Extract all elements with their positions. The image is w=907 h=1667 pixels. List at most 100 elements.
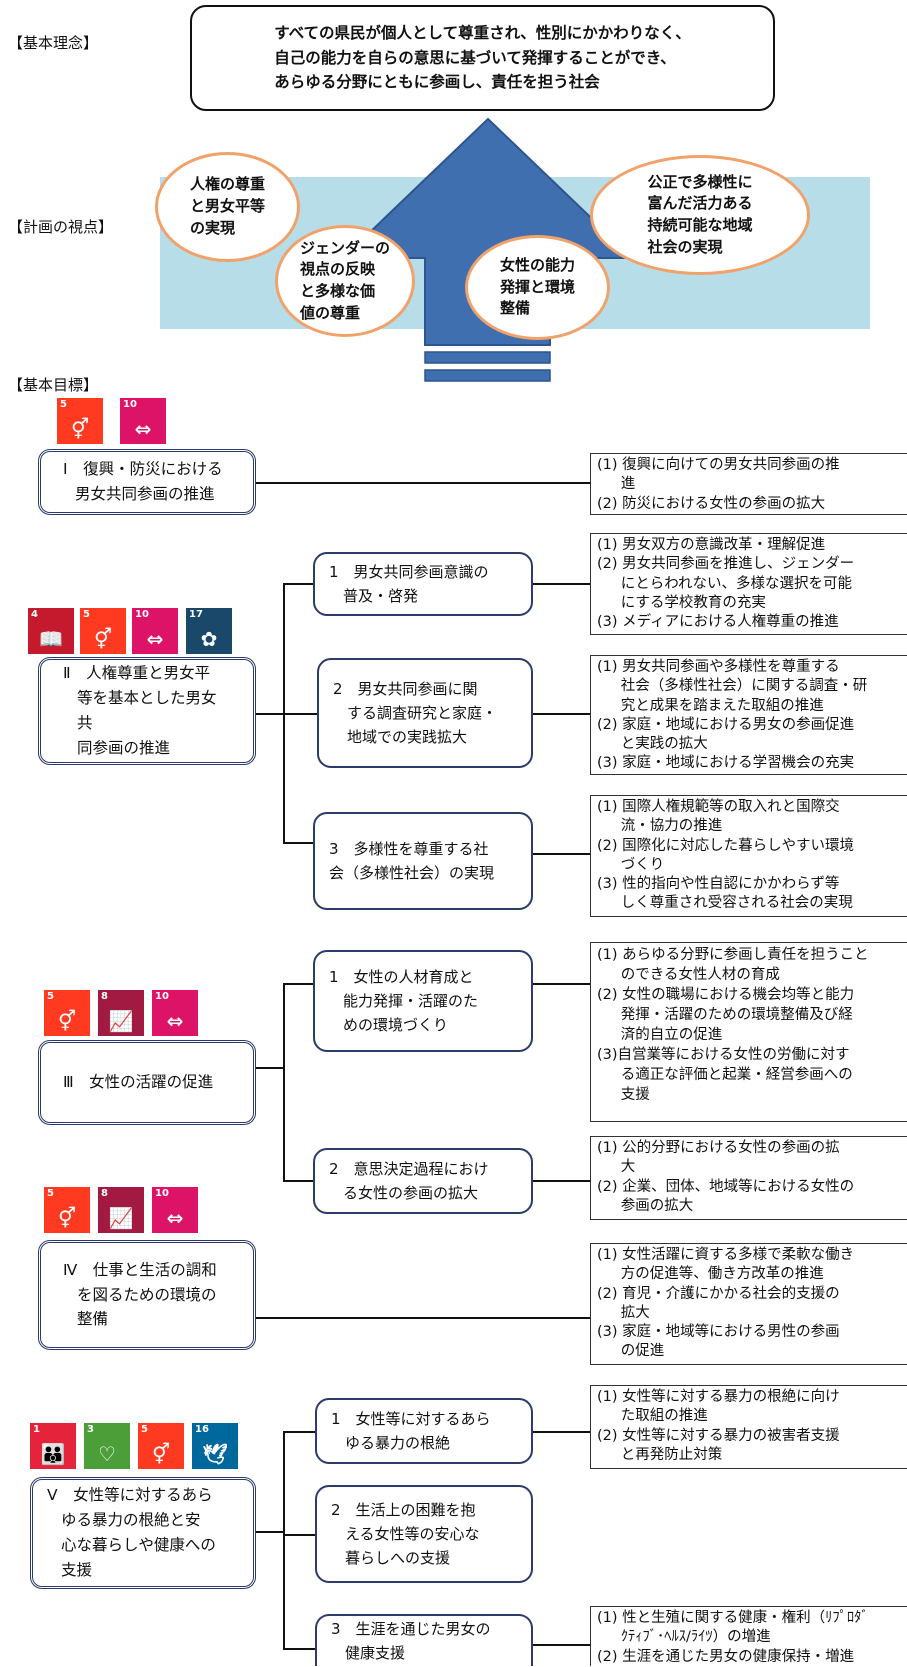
measure-item: (3) 家庭・地域における学習機会の充実 <box>597 755 855 772</box>
oval-text: 公正で多様性に <box>647 172 753 191</box>
subgoal-text: 3 生涯を通じた男女の <box>331 1620 491 1638</box>
label-basic-philosophy: 【基本理念】 <box>8 34 99 52</box>
vision-box: すべての県民が個人として尊重され、性別にかかわりなく、 自己の能力を自らの意思に… <box>190 5 775 111</box>
sdg-8-icon: 8📈 <box>98 1187 144 1233</box>
oval-text: の実現 <box>189 218 235 237</box>
sdg-10-icon: 10 ⇔ <box>132 608 178 654</box>
measure-item: 大 <box>597 1159 636 1176</box>
measure-item: 発揮・活躍のための環境整備及び経 <box>597 1007 853 1023</box>
subgoal-text: ゆる暴力の根絶 <box>345 1434 451 1452</box>
measure-item: た取組の推進 <box>597 1408 708 1425</box>
connector-line <box>283 1648 315 1650</box>
oval-text: 富んだ活力ある <box>647 194 753 213</box>
measure-item: (1) 女性活躍に資する多様で柔軟な働き <box>597 1247 855 1263</box>
sdg-glyph-icon: 👪 <box>40 1442 66 1466</box>
oval-text: ジェンダーの <box>299 238 390 257</box>
subgoal-text: 2 男女共同参画に関 <box>333 680 478 698</box>
measures-goal-4: (1) 女性活躍に資する多様で柔軟な働き 方の促進等、働き方改革の推進(2) 育… <box>590 1243 907 1365</box>
goal-text: を図るための環境の <box>77 1285 217 1304</box>
measure-item: る適正な評価と起業・経営参画への <box>597 1067 853 1083</box>
sdg-17-icon: 17✿ <box>186 608 232 654</box>
connector-line <box>283 713 317 715</box>
label-plan-perspective: 【計画の視点】 <box>8 218 114 236</box>
sdg-number: 10 <box>123 399 137 410</box>
subgoal-text: 1 女性の人材育成と <box>329 968 474 986</box>
goal-4-box: Ⅳ 仕事と生活の調和を図るための環境の整備 <box>38 1240 256 1350</box>
sdg-glyph-icon: ♡ <box>98 1442 116 1466</box>
subgoal-5-1: 1 女性等に対するあらゆる暴力の根絶 <box>315 1398 533 1464</box>
goal-2-box: Ⅱ 人権尊重と男女平等を基本とした男女共同参画の推進 <box>38 657 256 765</box>
connector-line <box>533 1180 590 1182</box>
subgoal-2-2: 2 男女共同参画に関する調査研究と家庭・地域での実践拡大 <box>317 658 533 768</box>
measure-item: (2) 家庭・地域における男女の参画促進 <box>597 716 855 733</box>
measure-item: (2) 女性等に対する暴力の被害者支援 <box>597 1427 840 1444</box>
sdg-glyph-icon: ⇔ <box>134 417 152 441</box>
goal-text: 支援 <box>61 1560 93 1579</box>
connector-line <box>255 482 590 484</box>
measures-goal-1: (1) 復興に向けての男女共同参画の推 進(2) 防災における女性の参画の拡大 <box>590 453 907 515</box>
measure-item: (1) 性と生殖に関する健康・権利（ﾘﾌﾟﾛﾀﾞ <box>597 1610 869 1626</box>
sdg-1-icon: 1👪 <box>30 1423 76 1469</box>
sdg-glyph-icon: ⇔ <box>146 627 164 651</box>
connector-line <box>255 713 283 715</box>
measure-item: (3) 性的指向や性自認にかかわらず等 <box>597 876 840 893</box>
connector-line <box>533 1431 590 1433</box>
measure-item: (2) 防災における女性の参画の拡大 <box>597 495 826 512</box>
subgoal-3-2: 2 意思決定過程における女性の参画の拡大 <box>313 1148 533 1214</box>
oval-text: と多様な価 <box>299 282 375 300</box>
sdg-glyph-icon: ⚥ <box>70 417 90 441</box>
subgoal-text: える女性等の安心な <box>345 1525 480 1543</box>
measures-subgoal-2-2: (1) 男女共同参画や多様性を尊重する 社会（多様性社会）に関する調査・研 究と… <box>590 655 907 775</box>
vision-line: あらゆる分野にともに参画し、責任を担う社会 <box>274 73 600 92</box>
sdg-number: 10 <box>135 609 149 620</box>
measure-item: (1) 復興に向けての男女共同参画の推 <box>597 457 840 473</box>
goal-text: 同参画の推進 <box>77 738 171 757</box>
measure-item: 流・協力の推進 <box>597 818 723 835</box>
goal-text: ゆる暴力の根絶と安 <box>61 1511 201 1530</box>
sdg-8-icon: 8📈 <box>98 990 144 1036</box>
vision-line: 自己の能力を自らの意思に基づいて発揮することができ、 <box>274 48 676 67</box>
subgoal-text: る女性の参画の拡大 <box>343 1184 479 1202</box>
sdg-number: 4 <box>31 609 38 620</box>
perspective-oval-sustainable: 公正で多様性に富んだ活力ある持続可能な地域社会の実現 <box>590 155 810 275</box>
measure-item: 社会（多様性社会）に関する調査・研 <box>597 678 868 695</box>
measure-item: (1) 公的分野における女性の参画の拡 <box>597 1140 840 1156</box>
sdg-number: 8 <box>101 991 108 1002</box>
connector-line <box>255 1531 283 1533</box>
subgoal-2-1: 1 男女共同参画意識の普及・啓発 <box>313 552 533 616</box>
measure-item: ｸﾃｨﾌﾞ･ﾍﾙｽ/ﾗｲﾂ）の増進 <box>597 1629 771 1646</box>
connector-line <box>283 1431 315 1433</box>
sdg-glyph-icon: 🕊 <box>202 1442 228 1466</box>
subgoal-text: する調査研究と家庭・ <box>347 704 498 722</box>
measure-item: にする学校教育の充実 <box>597 594 766 611</box>
measure-item: (1) あらゆる分野に参画し責任を担うこと <box>597 947 869 963</box>
sdg-glyph-icon: 📈 <box>108 1206 134 1230</box>
connector-line <box>533 583 590 585</box>
connector-line <box>283 983 313 985</box>
subgoal-2-3: 3 多様性を尊重する社会（多様性社会）の実現 <box>313 812 533 910</box>
sdg-number: 5 <box>47 991 54 1002</box>
subgoal-5-2: 2 生活上の困難を抱える女性等の安心な暮らしへの支援 <box>315 1485 533 1583</box>
oval-text: 値の尊重 <box>299 303 360 322</box>
connector-line <box>283 1534 315 1536</box>
measure-item: しく尊重され受容される社会の実現 <box>597 895 853 912</box>
sdg-number: 16 <box>195 1424 209 1435</box>
sdg-10-icon: 10 ⇔ <box>120 398 166 444</box>
measure-item: のできる女性人材の育成 <box>597 967 780 983</box>
sdg-number: 8 <box>101 1188 108 1199</box>
subgoal-text: 暮らしへの支援 <box>345 1549 451 1567</box>
sdg-number: 10 <box>155 991 169 1002</box>
sdg-glyph-icon: ⇔ <box>166 1009 184 1033</box>
measures-subgoal-3-2: (1) 公的分野における女性の参画の拡 大(2) 企業、団体、地域等における女性… <box>590 1136 907 1220</box>
sdg-glyph-icon: ⚥ <box>57 1009 77 1033</box>
connector-line <box>533 853 590 855</box>
goal-text: Ⅲ 女性の活躍の促進 <box>63 1073 214 1092</box>
sdg-glyph-icon: 📖 <box>38 627 64 651</box>
measure-item: (2) 国際化に対応した暮らしやすい環境 <box>597 837 855 854</box>
oval-text: 社会の実現 <box>647 237 723 256</box>
subgoal-text: 地域での実践拡大 <box>347 728 468 746</box>
goal-text: Ⅱ 人権尊重と男女平 <box>63 664 211 683</box>
measures-subgoal-5-1: (1) 女性等に対する暴力の根絶に向け た取組の推進(2) 女性等に対する暴力の… <box>590 1385 907 1469</box>
goal-text: 整備 <box>77 1310 109 1329</box>
measure-item: (2) 男女共同参画を推進し、ジェンダー <box>597 556 855 573</box>
